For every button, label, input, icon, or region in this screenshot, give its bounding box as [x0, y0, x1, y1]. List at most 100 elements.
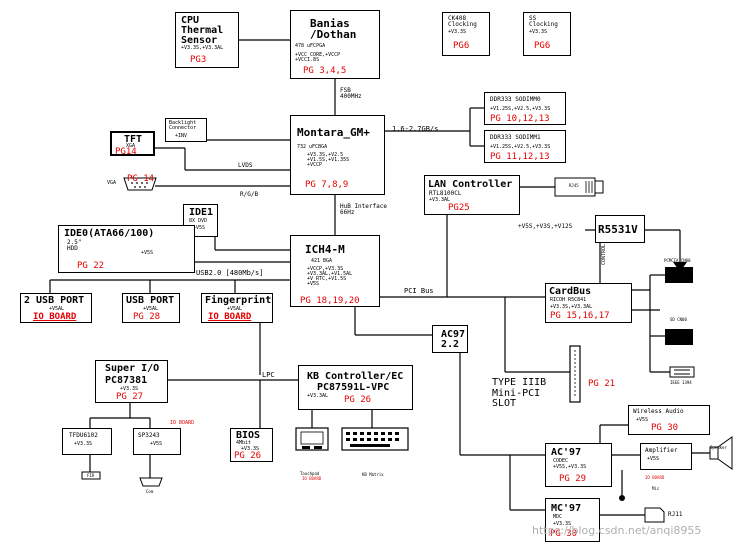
ddr0-page: PG 10,12,13: [490, 114, 550, 124]
ide0-title: IDE0(ATA66/100): [64, 228, 155, 239]
kb-controller-block: KB Controller/EC PC87591L-VPC +V3.3AL PG…: [298, 365, 413, 410]
mc97-page: PG 30: [550, 529, 578, 539]
usbport-power: +V5AL: [143, 306, 159, 312]
ddr1-page: PG 11,12,13: [490, 152, 550, 162]
ide1-title: IDE1: [189, 207, 214, 218]
usb2port-power: +V5AL: [49, 306, 65, 312]
sp3243-power: +V5S: [150, 441, 163, 447]
ide0-block: IDE0(ATA66/100) 2.5" HDD +V5S PG 22: [58, 225, 195, 273]
tfdu-power: +V3.3S: [74, 441, 93, 447]
lvds-label: LVDS: [238, 162, 253, 169]
lpc-label: LPC: [262, 371, 275, 379]
bios-page: PG 26: [234, 451, 262, 461]
montara-gm-block: Montara_GM+ 732 uFCBGA +V3.3S,+V2.5 +V1.…: [290, 115, 385, 195]
amplifier-title: Amplifier: [645, 447, 678, 454]
usb-port-block: USB PORT +V5AL PG 28: [122, 293, 180, 323]
amp-board-label: IO BOARD: [645, 475, 665, 480]
banias-page: PG 3,4,5: [303, 66, 347, 76]
sp3243-board: IO BOARD: [170, 420, 195, 426]
speaker-label: Speaker: [710, 445, 727, 450]
bios-title: BIOS: [236, 430, 261, 441]
mc97-power: +V3.3S: [553, 521, 572, 527]
fingerprint-power: +V5AL: [227, 306, 243, 312]
r5531v-block: R5531V: [595, 215, 645, 243]
wireless-power: +V5S: [636, 417, 649, 423]
kbc-part: PC87591L-VPC: [317, 382, 390, 393]
ich4m-block: ICH4-M 421 BGA +VCCP,+V3.3S +V3.3AL,+V1.…: [290, 235, 380, 307]
cardbus-title: CardBus: [549, 286, 592, 297]
cardbus-block: CardBus RICOH R5C841 +V3.3S,+V3.3AL PG 1…: [545, 283, 632, 323]
ddr0-power: +V1.25S,+V2.5,+V3.3S: [490, 106, 551, 112]
r5531v-title: R5531V: [598, 223, 638, 236]
kbc-title: KB Controller/EC: [307, 371, 404, 382]
tfdu6102-block: TFDU6102 +V3.3S: [62, 428, 112, 455]
ide1-block: IDE1 8X DVD +V5S: [183, 204, 218, 237]
touchpad-board-label: IO BOARD: [302, 476, 322, 481]
montara-title: Montara_GM+: [297, 126, 370, 139]
ide1-sub: 8X DVD: [189, 218, 208, 224]
superio-page: PG 27: [116, 392, 144, 402]
bios-sub: 4Mbit: [236, 440, 252, 446]
ac97-codec-block: AC'97 CODEC +V5S,+V3.3S PG 29: [545, 443, 612, 487]
pci-bus-label: PCI Bus: [404, 287, 434, 295]
banias-cpu-block: Banias /Dothan 478 uFCPGA +VCC_CORE,+VCC…: [290, 10, 380, 79]
minipci-title: TYPE IIIB Mini-PCI SLOT: [492, 377, 547, 409]
ich4-package: 421 BGA: [311, 258, 333, 264]
kbc-power: +V3.3AL: [307, 393, 329, 399]
ss-page: PG6: [534, 41, 551, 51]
ac97-link-block: AC97 2.2: [432, 325, 468, 353]
kb-matrix-label: KB Matrix: [362, 472, 384, 477]
cpu-sensor-power: +V3.3S,+V3.3AL: [181, 45, 224, 51]
cpu-thermal-sensor-block: CPU Thermal Sensor +V3.3S,+V3.3AL PG3: [175, 12, 239, 68]
amplifier-block: Amplifier +V5S: [640, 443, 692, 470]
backlight-connector-block: Backlight Connector +INV: [165, 118, 207, 142]
wireless-audio-block: Wireless Audio +V5S PG 30: [628, 405, 710, 435]
sd-label: SD CN00: [670, 317, 687, 322]
ddr0-title: DDR333 SODIMM0: [490, 96, 541, 103]
ss-clock-block: SS Clocking +V3.3S PG6: [523, 12, 571, 56]
vga-page: PG 14: [127, 174, 155, 184]
super-io-block: Super I/O PC87381 +V3.3S PG 27: [95, 360, 168, 403]
montara-page: PG 7,8,9: [305, 180, 349, 190]
lan-page: PG25: [448, 203, 470, 213]
montara-power: +V3.3S,+V2.5 +V1.5S,+V1.35S +VCCP: [307, 152, 350, 168]
codec-page: PG 29: [559, 474, 587, 484]
pcmcia-label: PCMCIA CN00: [664, 258, 691, 263]
bios-block: BIOS 4Mbit +V3.3S PG 26: [230, 428, 273, 462]
ss-title: SS Clocking: [529, 15, 558, 28]
ac97-title: AC97 2.2: [441, 329, 466, 350]
superio-power: +V3.3S: [120, 386, 139, 392]
wireless-title: Wireless Audio: [633, 408, 684, 415]
minipci-page: PG 21: [588, 379, 616, 389]
usbport-title: USB PORT: [126, 295, 175, 306]
sp3243-title: SP3243: [138, 432, 160, 439]
banias-package: 478 uFCPGA: [295, 43, 326, 49]
ide1-power: +V5S: [193, 225, 206, 231]
tft-title: TFT: [124, 134, 143, 145]
bios-power: +V3.3S: [241, 446, 260, 452]
ich4-power: +VCCP,+V3.3S +V3.3AL,+V1.5AL +V_RTC,+V1.…: [307, 266, 353, 287]
montara-package: 732 uFCBGA: [297, 144, 328, 150]
mc97-sub: MDC: [553, 514, 563, 520]
mc97-block: MC'97 MDC +V3.3S PG 30: [545, 498, 600, 542]
fingerprint-board: IO BOARD: [208, 312, 252, 322]
memory-bus-label: 1.6-2.7GB/s: [392, 125, 439, 133]
banias-power: +VCC_CORE,+VCCP +VCC1.8S: [295, 52, 341, 63]
ide0-page: PG 22: [77, 261, 105, 271]
rj11-label: RJ11: [668, 511, 683, 518]
tfdu-title: TFDU6102: [69, 432, 98, 439]
mic-label: Mic: [652, 486, 660, 491]
cardbus-power: +V3.3S,+V3.3AL: [550, 304, 593, 310]
kbc-page: PG 26: [344, 395, 372, 405]
usbport-page: PG 28: [133, 312, 161, 322]
cardbus-part: RICOH R5C841: [550, 297, 587, 303]
lan-title: LAN Controller: [428, 179, 513, 190]
ck408-power: +V3.3S: [448, 29, 467, 35]
codec-sub: CODEC: [553, 458, 569, 464]
ck408-page: PG6: [453, 41, 470, 51]
ddr-sodimm0-block: DDR333 SODIMM0 +V1.25S,+V2.5,+V3.3S PG 1…: [484, 92, 566, 125]
usb2port-board: IO BOARD: [33, 312, 77, 322]
cardbus-page: PG 15,16,17: [550, 311, 610, 321]
codec-title: AC'97: [551, 447, 582, 458]
